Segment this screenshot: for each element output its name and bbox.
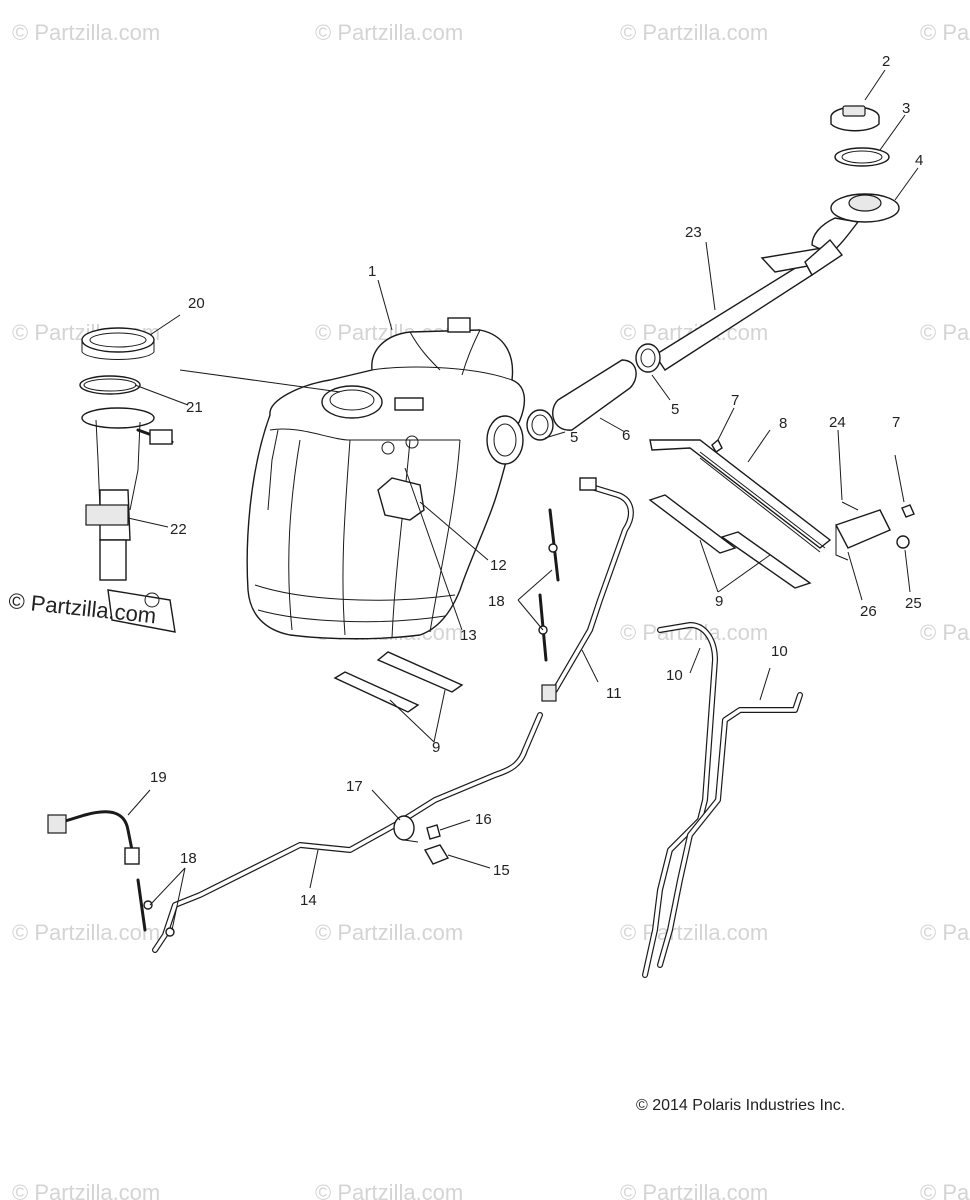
watermark: © Partzilla.com [315,20,463,45]
callout-10: 10 [666,667,683,684]
callout-19: 19 [150,769,167,786]
callout-7: 7 [731,392,739,409]
clips-18 [538,508,560,662]
fuel-tank [246,317,526,640]
watermark: © Partzilla.com [920,620,970,645]
callout-7: 7 [892,414,900,431]
callout-6: 6 [622,427,630,444]
watermark: © Partzilla.com [620,1180,768,1200]
callout-26: 26 [860,603,877,620]
fitting-16 [426,824,441,840]
callout-5: 5 [671,401,679,418]
callout-16: 16 [475,811,492,828]
fuel-line-14 [152,712,543,953]
cap-gasket [834,147,890,167]
callout-25: 25 [905,595,922,612]
bolts [711,438,915,549]
tank-strap [649,439,832,553]
fuel-pump-assembly [81,407,176,633]
watermark: © Partzilla.com [620,920,768,945]
watermark: © Partzilla.com [315,920,463,945]
filler-hose [552,359,637,431]
callout-18: 18 [488,593,505,610]
watermark: © Partzilla.com [920,920,970,945]
watermark: © Partzilla.com [12,1180,160,1200]
callout-3: 3 [902,100,910,117]
watermark: © Partzilla.com [920,320,970,345]
leader-lines [127,69,919,931]
callout-11: 11 [606,685,622,702]
callout-23: 23 [685,224,702,241]
watermark: © Partzilla.com [620,20,768,45]
callout-24: 24 [829,414,846,431]
callout-9: 9 [432,739,440,756]
watermark: © Partzilla.com [315,1180,463,1200]
callout-10: 10 [771,643,788,660]
callout-9: 9 [715,593,723,610]
callout-13: 13 [460,627,477,644]
fuel-cap [830,105,880,132]
watermark: © Partzilla.com [920,1180,970,1200]
hose-clamp-upper [635,343,661,373]
mount-bracket [835,509,891,561]
callout-2: 2 [882,53,890,70]
vent-lines [642,622,803,978]
callout-4: 4 [915,152,923,169]
strap-pads [648,494,812,589]
callout-8: 8 [779,415,787,432]
harness-19 [47,810,175,937]
clamp-17 [393,815,419,843]
watermark: © Partzilla.com [12,920,160,945]
tank-pads [333,651,464,713]
callout-1: 1 [368,263,376,280]
callout-20: 20 [188,295,205,312]
callout-5: 5 [570,429,578,446]
callouts: 1 2 3 4 5 5 6 7 7 8 9 9 10 10 11 12 13 1… [150,53,923,909]
copyright-notice: © 2014 Polaris Industries Inc. [636,1097,846,1114]
fuel-line-11 [541,477,634,702]
pump-seal [79,375,141,395]
filler-tube [654,238,844,371]
callout-18: 18 [180,850,197,867]
callout-21: 21 [186,399,203,416]
callout-22: 22 [170,521,187,538]
watermark: © Partzilla.com [12,20,160,45]
callout-14: 14 [300,892,317,909]
clip-15 [423,844,450,865]
hose-clamp-lower [526,409,554,441]
callout-12: 12 [490,557,507,574]
watermark: © Partzilla.com [920,20,970,45]
callout-15: 15 [493,862,510,879]
callout-17: 17 [346,778,363,795]
lock-ring [81,327,155,360]
